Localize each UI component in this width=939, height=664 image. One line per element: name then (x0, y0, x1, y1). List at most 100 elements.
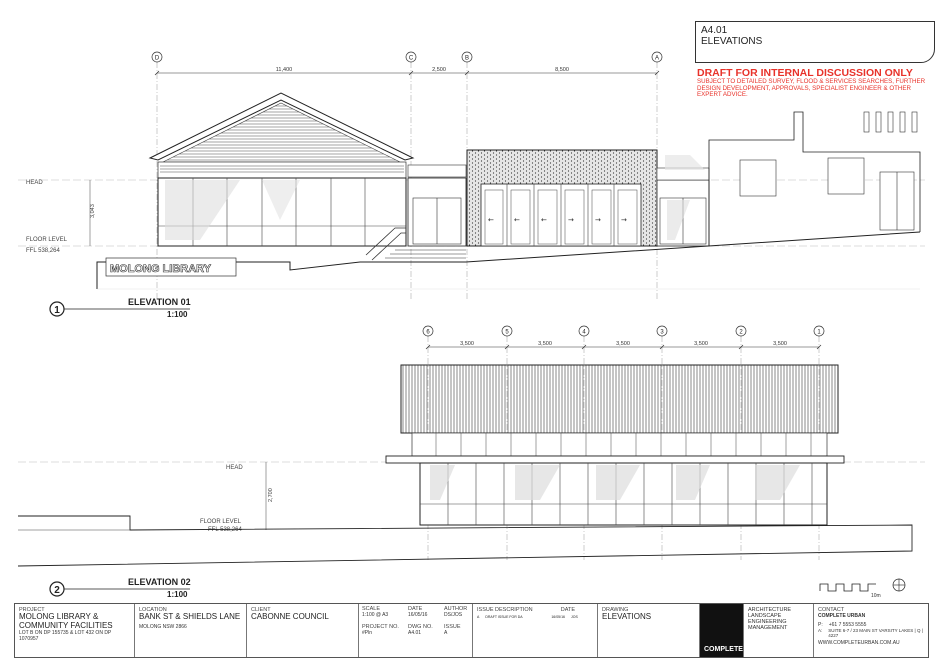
elev2-ffl-label: FFL 538,264 (208, 527, 242, 533)
draft-heading: DRAFT FOR INTERNAL DISCUSSION ONLY (697, 67, 913, 79)
grid-label-d: D (155, 56, 160, 62)
location-label: LOCATION (139, 607, 167, 613)
molong-library-signage: MOLONG LIBRARY (110, 263, 212, 275)
date-label: DATE (408, 606, 423, 612)
grid-label-3: 3 (660, 330, 664, 336)
grid-marker-b (461, 51, 473, 63)
tb-drawing: DRAWING ELEVATIONS (598, 604, 700, 657)
issue-desc-label: ISSUE DESCRIPTION (477, 607, 533, 613)
svg-text:←: ← (488, 216, 494, 224)
grid-marker-4 (578, 325, 590, 337)
tb-location: LOCATION BANK ST & SHIELDS LANE MOLONG N… (135, 604, 247, 657)
tb-client: CLIENT CABONNE COUNCIL (247, 604, 359, 657)
location-street: BANK ST & SHIELDS LANE (139, 612, 241, 621)
date-value: 16/05/16 (408, 612, 428, 618)
project-lots: LOT B ON DP 155735 & LOT 432 ON DP 10709… (19, 630, 112, 643)
grid-marker-c (405, 51, 417, 63)
elev1-head-label: HEAD (26, 180, 43, 186)
grid-marker-3 (656, 325, 668, 337)
elevation-02-drawing: 6 5 4 3 2 1 3,500 3,500 3,500 3,500 3,50… (17, 325, 925, 567)
grid-label-6: 6 (426, 330, 430, 336)
tb-project: PROJECT MOLONG LIBRARY & COMMUNITY FACIL… (15, 604, 135, 657)
tb-issues: ISSUE DESCRIPTION DATE A DRAFT ISSUE FOR… (473, 604, 598, 657)
draft-note: DRAFT FOR INTERNAL DISCUSSION ONLY SUBJE… (697, 68, 933, 99)
grid-label-5: 5 (505, 330, 509, 336)
drawing-label: DRAWING (602, 607, 629, 613)
contact-a-label: A: (818, 628, 823, 633)
grid-marker-1 (813, 325, 825, 337)
scale-value: 1:100 @ A3 (362, 612, 389, 618)
contact-phone: +61 7 5553 5555 (828, 622, 867, 628)
discipline-landscape: LANDSCAPE (748, 613, 782, 619)
grid-label-b: B (465, 56, 469, 62)
elevation-01-title: ELEVATION 01 (128, 297, 191, 307)
issue-row-date: 16/05/16 (551, 615, 565, 619)
grid-marker-6 (422, 325, 434, 337)
dim-2500: 2,500 (432, 67, 446, 73)
svg-text:→: → (568, 216, 574, 224)
dim-e2-3: 3,500 (616, 341, 630, 347)
elevation-02-number: 2 (54, 585, 60, 596)
sheet-name: ELEVATIONS (701, 36, 763, 47)
grid-marker-5 (501, 325, 513, 337)
issue-label: ISSUE (444, 624, 461, 630)
company-logo: COMPLETE (700, 604, 744, 657)
grid-marker-2 (735, 325, 747, 337)
discipline-management: MANAGEMENT (748, 625, 788, 631)
dwg-no-value: A4.01 (408, 630, 422, 636)
grid-label-a: A (655, 56, 659, 62)
elevation-01-drawing: D C B A 11,400 2,500 8,500 HEAD FLOOR LE… (18, 51, 925, 300)
elevation-01-scale: 1:100 (167, 310, 188, 319)
contact-address: SUITE 6-7 / 23 MAIN ST VARSITY LAKES | Q… (828, 628, 923, 638)
contact-web: WWW.COMPLETEURBAN.COM.AU (818, 640, 900, 646)
elevation-02-title: ELEVATION 02 (128, 577, 191, 587)
dwg-no-label: DWG NO. (408, 624, 433, 630)
contact-company: COMPLETE URBAN (818, 613, 866, 619)
elevation-02-scale: 1:100 (167, 590, 188, 599)
scale-bar (819, 583, 876, 592)
tb-contact: CONTACT COMPLETE URBAN P: +61 7 5553 555… (814, 604, 928, 657)
elev2-head-label: HEAD (226, 465, 243, 471)
drawing-value: ELEVATIONS (602, 612, 652, 621)
grid-marker-d (151, 51, 163, 63)
svg-text:→: → (621, 216, 627, 224)
scale-label: SCALE (362, 606, 381, 612)
elev2-height-dim: 2,700 (268, 488, 274, 502)
author-value: DS/JOS (444, 612, 463, 618)
sheet-number: A4.01 (701, 25, 728, 36)
draft-body: SUBJECT TO DETAILED SURVEY, FLOOD & SERV… (697, 78, 926, 99)
issue-row-author: JOS (570, 615, 578, 619)
elev1-height-dim: 3,043 (90, 204, 96, 218)
dim-11400: 11,400 (276, 67, 292, 73)
project-no-label: PROJECT NO. (362, 624, 399, 630)
project-name: MOLONG LIBRARY & COMMUNITY FACILITIES (19, 612, 113, 630)
author-label: AUTHOR (444, 606, 468, 612)
dim-e2-5: 3,500 (773, 341, 787, 347)
sheet-title-box: A4.01 ELEVATIONS (695, 21, 935, 63)
client-name: CABONNE COUNCIL (251, 612, 329, 621)
grid-label-4: 4 (582, 330, 586, 336)
client-label: CLIENT (251, 607, 271, 613)
dim-e2-4: 3,500 (694, 341, 708, 347)
title-block: PROJECT MOLONG LIBRARY & COMMUNITY FACIL… (14, 603, 929, 658)
grid-label-1: 1 (817, 330, 821, 336)
svg-text:→: → (595, 216, 601, 224)
issue-date-label: DATE (560, 607, 575, 613)
issue-row: A DRAFT ISSUE FOR DA 16/05/16 JOS (477, 615, 593, 619)
elev1-ffl-label: FFL 538,264 (26, 248, 60, 254)
issue-row-desc: DRAFT ISSUE FOR DA (485, 615, 523, 619)
discipline-engineering: ENGINEERING (748, 619, 787, 625)
issue-row-letter: A (477, 615, 480, 619)
tb-disciplines: ARCHITECTURE LANDSCAPE ENGINEERING MANAG… (744, 604, 814, 657)
location-town: MOLONG NSW 2866 (139, 623, 187, 630)
dim-e2-1: 3,500 (460, 341, 474, 347)
elev2-floor-label: FLOOR LEVEL (200, 519, 242, 525)
issue-value: A (444, 630, 448, 636)
scale-bar-label: 10m (871, 593, 881, 599)
project-label: PROJECT (19, 607, 45, 613)
grid-label-c: C (409, 56, 414, 62)
grid-marker-a (651, 51, 663, 63)
svg-text:←: ← (541, 216, 547, 224)
